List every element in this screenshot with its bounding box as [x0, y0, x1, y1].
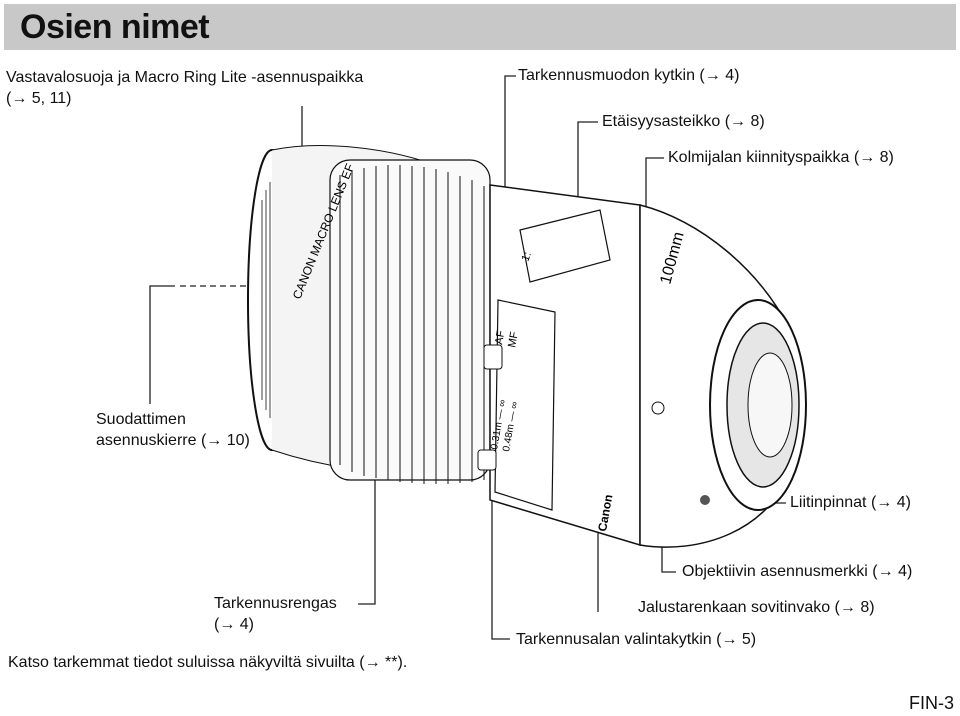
label-distance-scale: Etäisyysasteikko (→ 8): [602, 113, 765, 130]
label-tripod-adapter: Jalustarenkaan sovitinvako (→ 8): [638, 599, 875, 616]
label-mount-index: Objektiivin asennusmerkki (→ 4): [682, 563, 913, 580]
switch-panel: [494, 299, 556, 511]
leader-filter: [149, 285, 175, 404]
leader-focus-limiter: [491, 450, 510, 640]
contacts-marker: [700, 495, 710, 505]
mf-text: MF: [506, 331, 521, 349]
mount-index-dot: [651, 401, 665, 415]
label-focus-mode: Tarkennusmuodon kytkin (→ 4): [518, 67, 740, 84]
label-filter-line1: Suodattimen: [96, 411, 186, 428]
label-hood-line1: Vastavalosuoja ja Macro Ring Lite -asenn…: [6, 69, 364, 86]
focus-ring-ribs: [329, 159, 491, 481]
label-hood-line2: (→ 5, 11): [6, 90, 72, 107]
label-focus-ring-line2: (→ 4): [214, 616, 254, 633]
rear-brand-text: Canon: [595, 493, 615, 532]
label-contacts: Liitinpinnat (→ 4): [790, 494, 911, 511]
label-focus-limiter: Tarkennusalan valintakytkin (→ 5): [516, 631, 757, 648]
af-mf-switch-knob: [483, 344, 503, 370]
limiter-switch-knob: [477, 449, 497, 471]
label-filter-line2: asennuskierre (→ 10): [96, 432, 250, 449]
page-title: Osien nimet: [20, 8, 210, 46]
ratio-text: 1:: [520, 250, 534, 263]
title-bar: Osien nimet: [4, 4, 956, 50]
footer-note: Katso tarkemmat tiedot suluissa näkyvilt…: [8, 654, 408, 671]
page-number: FIN-3: [909, 693, 954, 713]
label-focus-ring-line1: Tarkennusrengas: [214, 595, 337, 612]
label-tripod-mount: Kolmijalan kiinnityspaikka (→ 8): [668, 149, 894, 166]
distance-scale-window: [519, 209, 611, 283]
leader-distance-scale: [577, 121, 598, 222]
af-text: AF: [493, 329, 507, 345]
